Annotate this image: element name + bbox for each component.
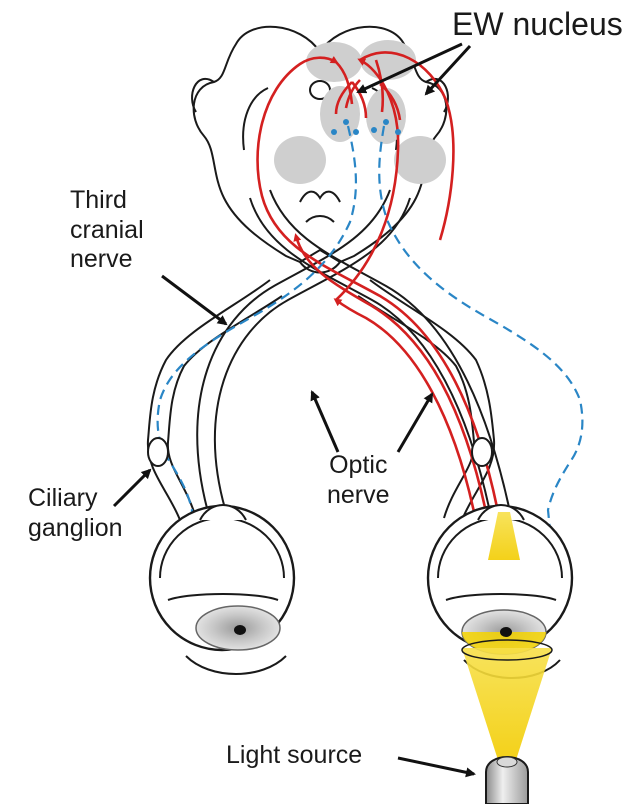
third-cranial-nerve-line-2: cranial [70,215,144,244]
third-cranial-nerve-label: Third cranial nerve [70,186,144,275]
optic-nerve-line-1: Optic [329,451,388,479]
ciliary-ganglion-line-2: ganglion [28,513,123,542]
afferent-pathway [256,51,500,513]
optic-nerve-line-2: nerve [327,480,390,509]
efferent-dots [331,119,401,135]
ciliary-ganglia [147,437,493,467]
arrow-third-cranial-nerve [161,274,228,326]
arrow-ciliary-ganglion [112,468,152,508]
light-beam [461,512,553,760]
label-arrows [112,42,476,778]
third-cranial-nerve-line-1: Third [70,186,127,214]
right-eye [426,504,574,679]
left-eye [148,504,296,675]
arrow-optic-nerve-right [396,392,434,453]
arrow-optic-nerve-left [310,390,340,453]
light-source-label: Light source [226,741,363,769]
arrow-ew-left [356,42,463,94]
ciliary-ganglion-label: Ciliary ganglion [28,484,123,543]
optic-nerve-label: Optic nerve [327,451,390,510]
ciliary-ganglion-line-1: Ciliary [28,484,98,512]
third-cranial-nerve-line-3: nerve [70,245,133,273]
arrow-ew-right [424,44,472,96]
arrow-light-source [397,756,476,778]
ew-nucleus-label: EW nucleus [452,6,623,42]
light-source-lamp [485,756,529,804]
